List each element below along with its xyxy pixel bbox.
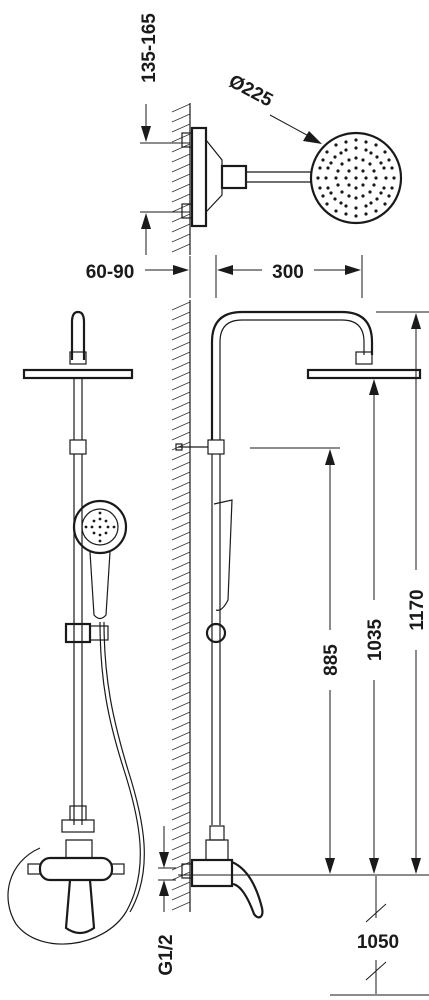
label-floor-height: 1050 (357, 932, 399, 953)
label-arm-length: 300 (272, 262, 304, 283)
label-height-total: 1170 (407, 589, 428, 630)
label-wall-offset-top: 135-165 (139, 13, 160, 83)
wall-hatching-main (171, 300, 191, 912)
dim-height-slider: 885 (250, 447, 342, 874)
dim-head-diameter: Ø225 (225, 71, 322, 144)
front-view-mixer (27, 839, 125, 935)
dim-height-head: 1035 (365, 379, 386, 874)
front-view-column (22, 310, 134, 833)
label-thread: G1/2 (156, 934, 177, 975)
label-head-diameter: Ø225 (225, 71, 276, 112)
shower-head-top-view (309, 131, 403, 225)
dim-thread: G1/2 (156, 826, 177, 976)
dim-arm-length: 300 (215, 255, 363, 298)
side-view-column (175, 310, 422, 861)
label-height-slider: 885 (321, 644, 342, 676)
dim-wall-offset-top: 135-165 (139, 13, 190, 255)
front-view-hand-shower (7, 499, 145, 945)
label-wall-depth: 60-90 (86, 262, 135, 283)
dim-wall-depth: 60-90 (86, 256, 191, 298)
dim-floor-height: 1050 (330, 876, 429, 996)
dim-height-total: 1170 (376, 311, 429, 874)
label-height-head: 1035 (365, 618, 386, 661)
top-view-wall-bracket (181, 126, 312, 228)
wall-hatching-top (171, 103, 191, 255)
shower-head-nozzles (316, 138, 396, 218)
side-view-mixer (181, 858, 264, 919)
